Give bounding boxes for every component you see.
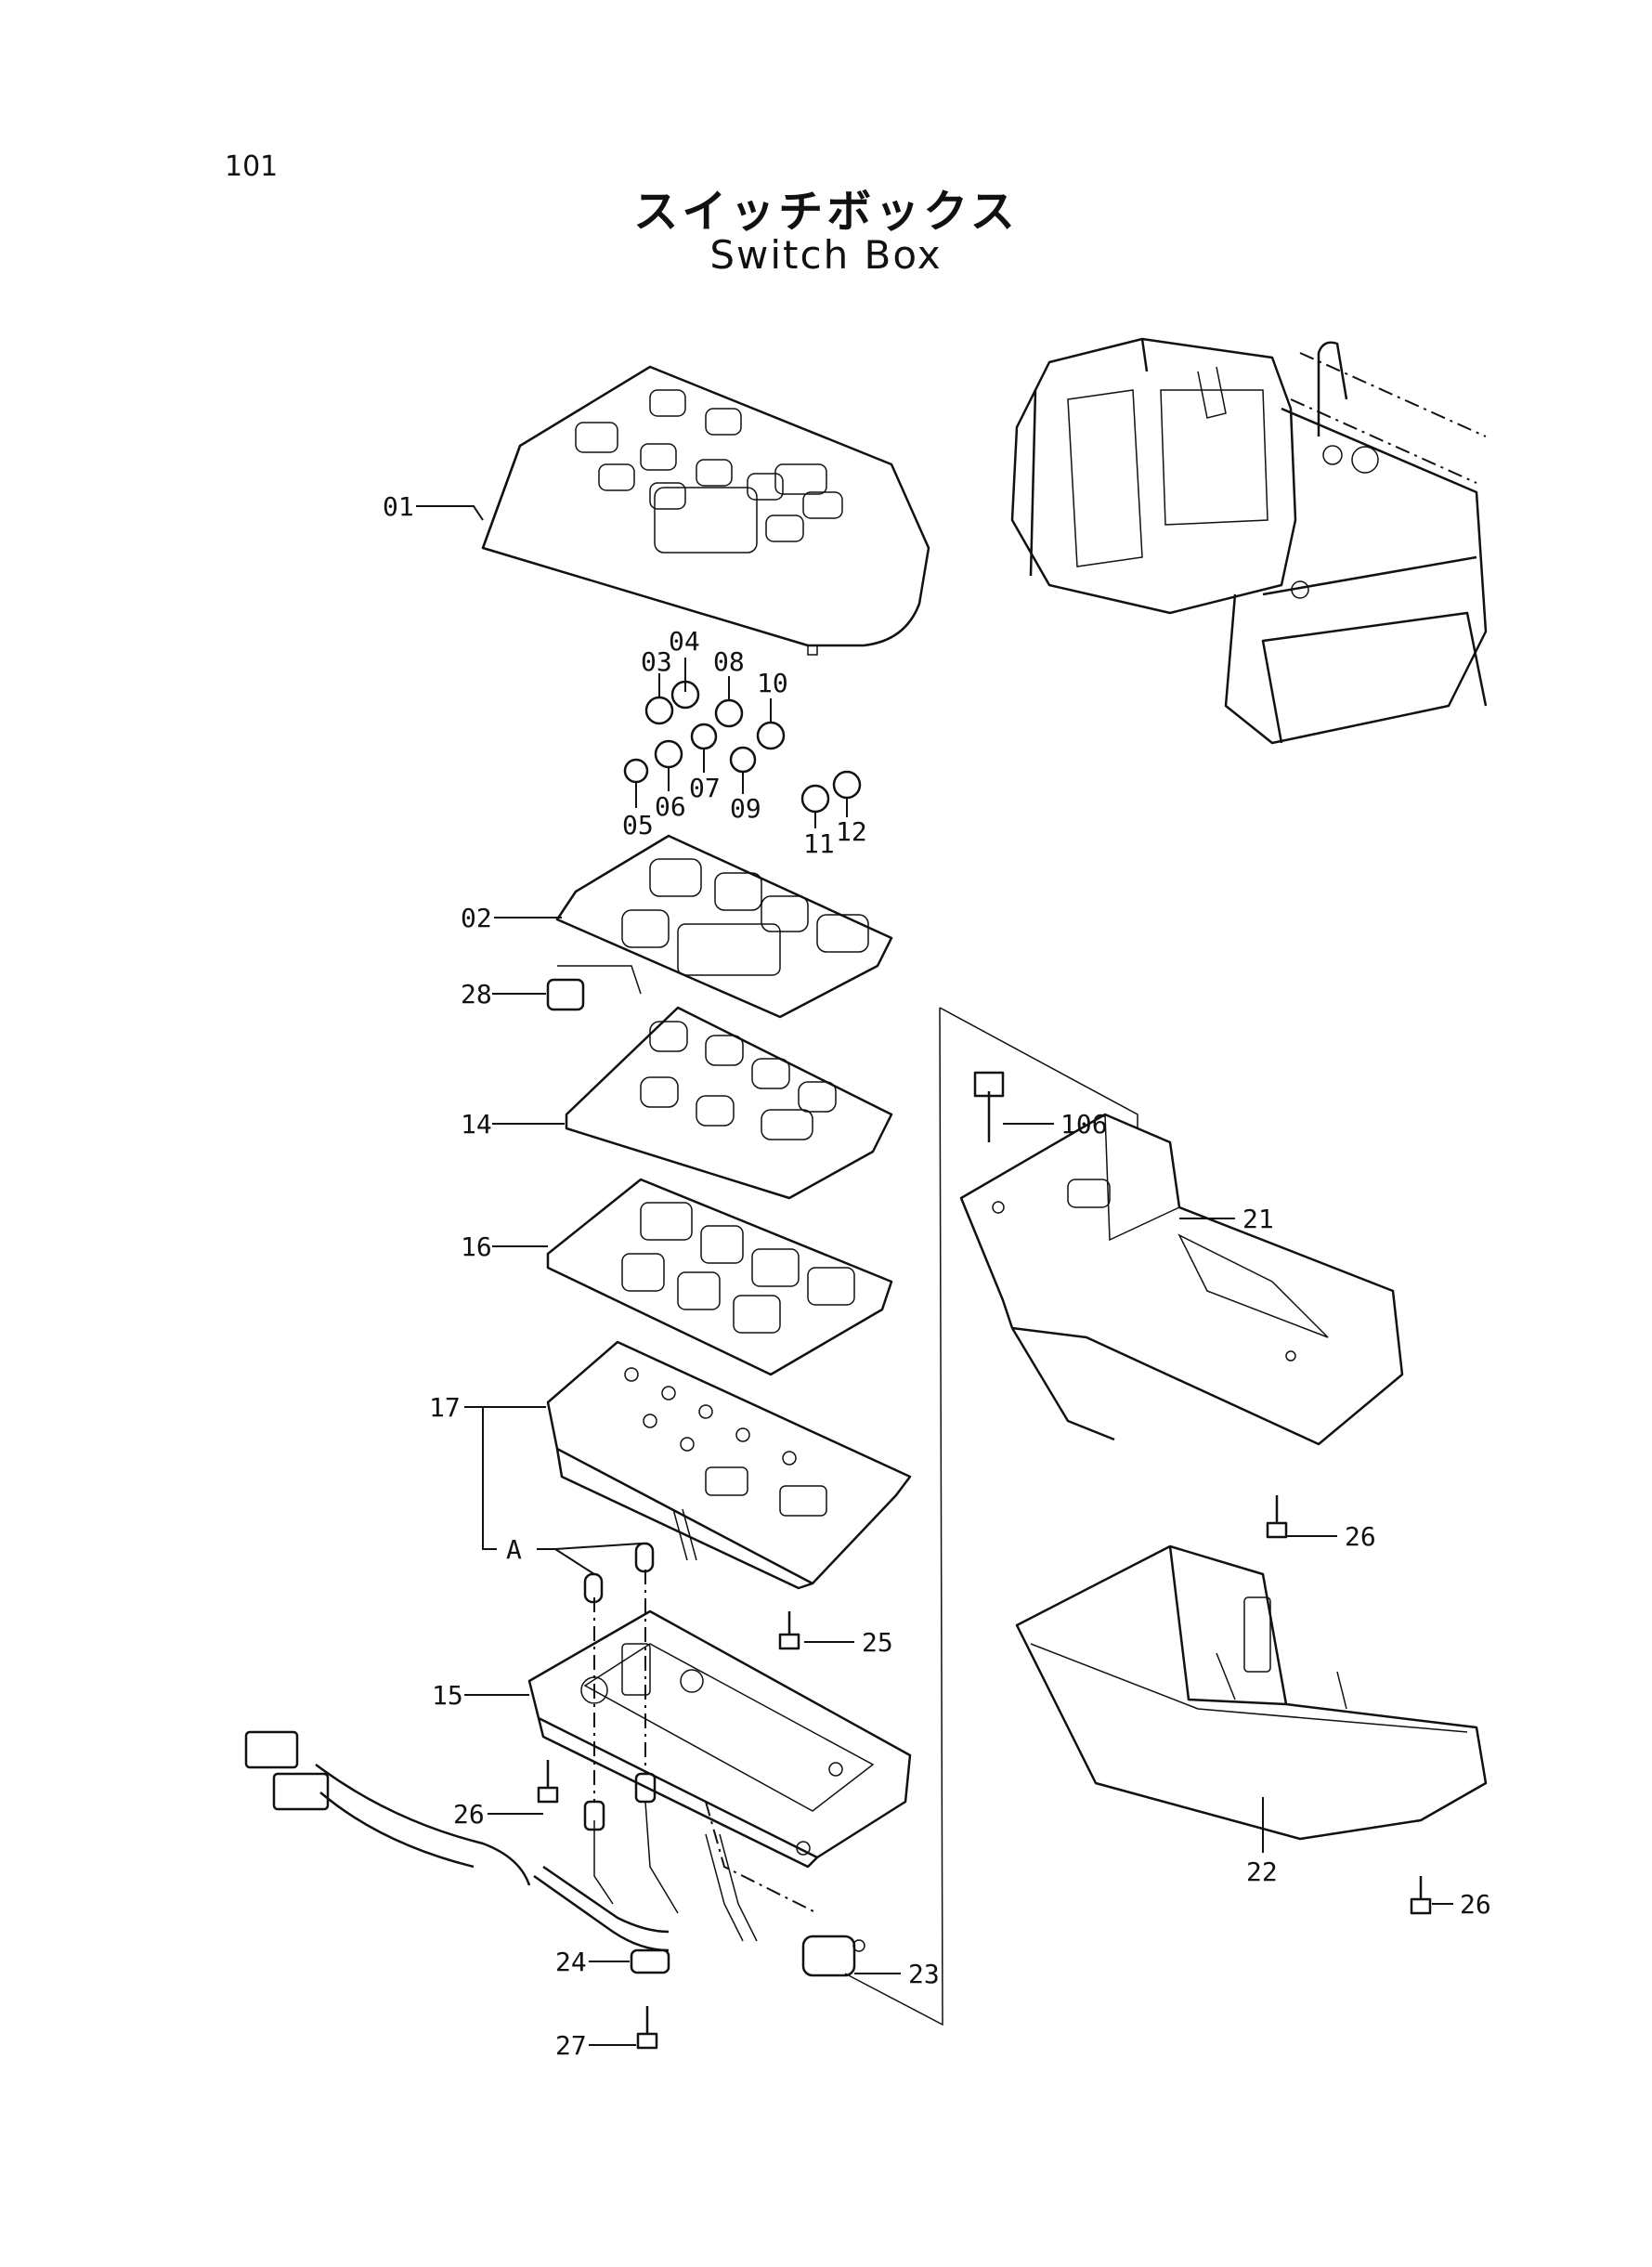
callout-02: 02 xyxy=(461,903,492,933)
callout-25: 25 xyxy=(862,1627,893,1658)
callout-08: 08 xyxy=(713,646,745,677)
part-24-clamp xyxy=(630,1948,670,1974)
part-01-cover xyxy=(481,365,930,656)
page-number: 101 xyxy=(225,150,279,183)
callout-16: 16 xyxy=(461,1231,492,1262)
callout-06: 06 xyxy=(655,791,686,822)
callout-11: 11 xyxy=(803,828,835,859)
part-17-circuit-board xyxy=(546,1340,912,1590)
callout-09: 09 xyxy=(730,793,761,824)
callout-27: 27 xyxy=(555,2030,587,2061)
callout-12: 12 xyxy=(836,816,867,847)
callout-26-case: 26 xyxy=(453,1799,485,1830)
screws xyxy=(537,1071,1432,2050)
callout-A: A xyxy=(506,1534,522,1565)
excavator-machine-illustration xyxy=(1010,337,1488,745)
callout-17: 17 xyxy=(429,1392,461,1423)
callout-28: 28 xyxy=(461,979,492,1010)
callout-26-lower-cover: 26 xyxy=(1460,1889,1491,1920)
part-14-rubber-membrane xyxy=(565,1006,893,1200)
assembly-boundary-line xyxy=(844,1007,1138,2026)
callout-01: 01 xyxy=(383,491,414,522)
callout-106: 106 xyxy=(1060,1109,1108,1140)
callout-14: 14 xyxy=(461,1109,492,1140)
part-21-bracket xyxy=(959,1113,1404,1446)
callout-22: 22 xyxy=(1246,1857,1278,1887)
part-16-keypad xyxy=(546,1178,893,1376)
callout-15: 15 xyxy=(432,1680,463,1711)
callout-labels: 01 02 03 04 05 06 07 08 09 10 11 12 14 1… xyxy=(383,491,1491,2061)
callout-10: 10 xyxy=(757,668,788,698)
diagram-title-english: Switch Box xyxy=(709,232,943,278)
leader-lines xyxy=(416,505,1453,2046)
part-23-connector-cover xyxy=(801,1935,865,1977)
part-02-rubber-plate xyxy=(555,834,893,1019)
part-28-cube xyxy=(546,965,642,1011)
callout-07: 07 xyxy=(689,773,721,803)
part-A-bulbs xyxy=(537,1542,655,1604)
part-22-lower-cover xyxy=(1015,1544,1488,1841)
callout-23: 23 xyxy=(908,1959,940,1989)
callout-21: 21 xyxy=(1242,1204,1274,1234)
diagram-title-japanese: スイッチボックス xyxy=(633,186,1019,238)
callout-03: 03 xyxy=(641,646,672,677)
callout-04: 04 xyxy=(669,626,700,657)
wire-harness xyxy=(244,1570,818,1952)
part-15-case xyxy=(527,1609,912,1869)
callout-26-bracket: 26 xyxy=(1345,1521,1376,1552)
callout-05: 05 xyxy=(622,810,654,840)
callout-24: 24 xyxy=(555,1947,587,1977)
